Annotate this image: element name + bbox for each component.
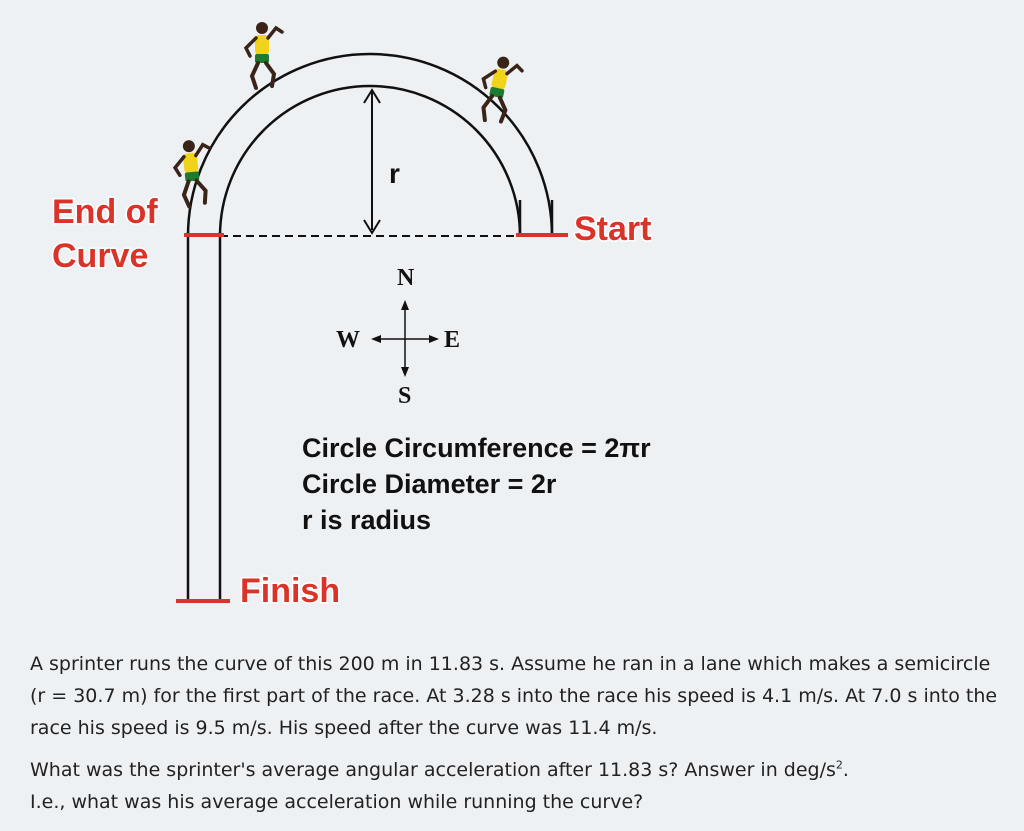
question-paragraph-1: A sprinter runs the curve of this 200 m … <box>30 653 998 739</box>
runner-figure-right <box>473 51 527 128</box>
question-paragraph-2: What was the sprinter's average angular … <box>30 754 1005 818</box>
end-of-curve-label-line1: End of <box>52 193 158 231</box>
compass-east: E <box>444 327 460 353</box>
question-text: A sprinter runs the curve of this 200 m … <box>30 648 1005 818</box>
outer-track-arc <box>186 52 554 237</box>
end-of-curve-label-line2: Curve <box>52 237 148 275</box>
question-paragraph-2-period: . <box>842 759 849 781</box>
compass-north: N <box>397 265 415 291</box>
circumference-formula: Circle Circumference = 2πr <box>302 433 651 463</box>
runner-figure-left <box>170 136 218 210</box>
radius-arrow <box>363 88 381 235</box>
compass-rose <box>371 300 439 377</box>
radius-label: r <box>389 158 400 189</box>
radius-definition: r is radius <box>302 505 432 535</box>
runner-figure-top <box>244 20 284 90</box>
compass-west: W <box>336 327 360 353</box>
start-label: Start <box>574 210 651 248</box>
track-diagram: r End of Curve Start Finish N S W E <box>51 20 653 612</box>
question-paragraph-2-line2: I.e., what was his average acceleration … <box>30 791 644 813</box>
compass-south: S <box>398 383 411 409</box>
question-paragraph-2-main: What was the sprinter's average angular … <box>30 759 836 781</box>
inner-track-arc <box>218 84 522 237</box>
finish-label: Finish <box>240 572 340 610</box>
formulas-block: Circle Circumference = 2πr Circle Diamet… <box>302 430 651 538</box>
diameter-formula: Circle Diameter = 2r <box>302 469 557 499</box>
squared-superscript: 2 <box>835 758 843 772</box>
